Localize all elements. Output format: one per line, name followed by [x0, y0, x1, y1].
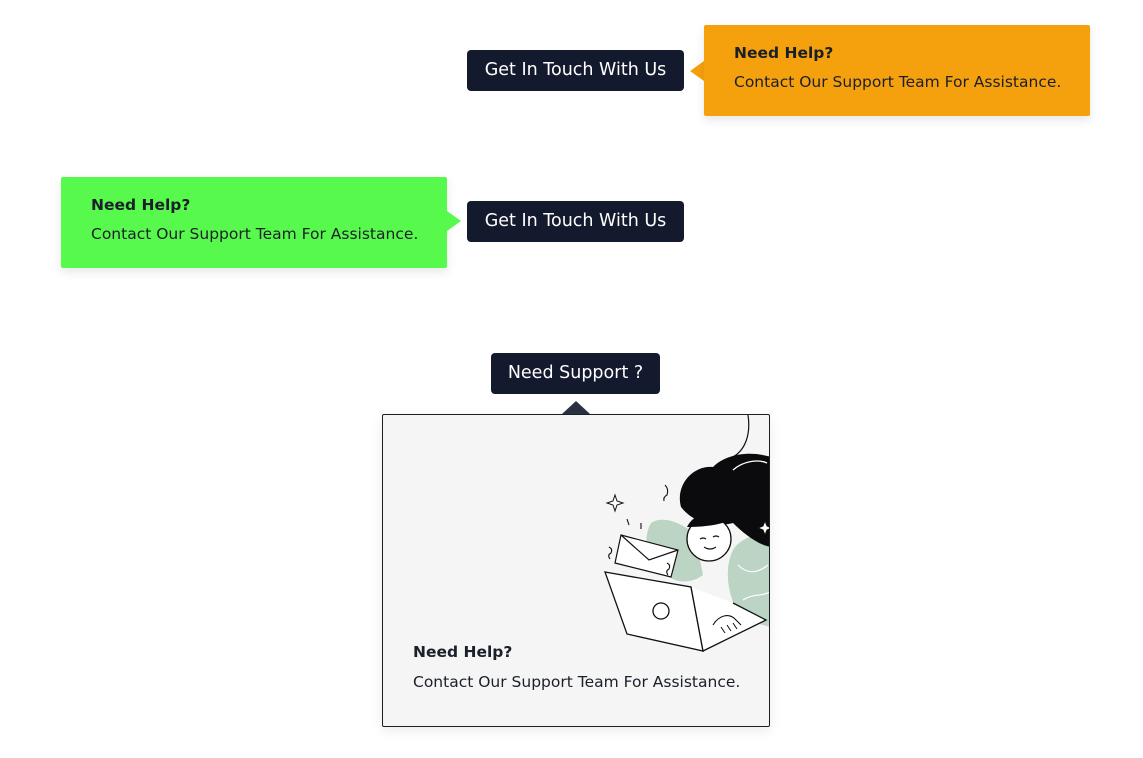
help-tooltip-orange: Need Help? Contact Our Support Team For …: [704, 25, 1090, 116]
tooltip-title: Need Help?: [734, 44, 834, 62]
tooltip-text: Contact Our Support Team For Assistance.: [91, 225, 419, 243]
card-title: Need Help?: [413, 643, 513, 661]
get-in-touch-button[interactable]: Get In Touch With Us: [467, 50, 684, 91]
support-tooltip-card: Need Help? Contact Our Support Team For …: [382, 414, 770, 727]
need-support-button[interactable]: Need Support ?: [491, 353, 660, 394]
get-in-touch-button[interactable]: Get In Touch With Us: [467, 201, 684, 242]
woman-with-laptop-illustration: [604, 415, 769, 652]
card-text: Contact Our Support Team For Assistance.: [413, 673, 741, 691]
tooltip-arrow-right: [447, 211, 461, 231]
tooltip-arrow-up: [562, 401, 590, 414]
tooltip-text: Contact Our Support Team For Assistance.: [734, 73, 1062, 91]
tooltip-arrow-left: [690, 61, 704, 81]
help-tooltip-green: Need Help? Contact Our Support Team For …: [61, 177, 447, 268]
tooltip-title: Need Help?: [91, 196, 191, 214]
